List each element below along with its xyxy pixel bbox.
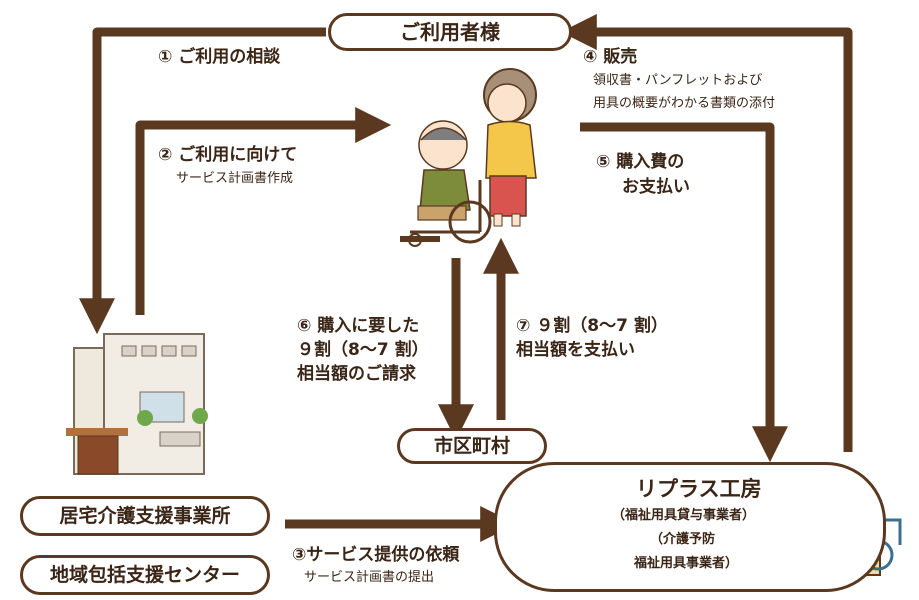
step7-line2: 相当額を支払い [516,340,635,360]
user-label: ご利用者様 [400,20,500,44]
office-building-illustration [66,333,208,475]
step2-title: ② ご利用に向けて [158,145,298,165]
arrow-care-plan [135,107,392,315]
step6-line3: 相当額のご請求 [297,364,416,384]
step6-line2: ９割（8～7 割） [297,340,429,360]
municipality-label: 市区町村 [433,435,510,457]
care-office-label: 居宅介護支援事業所 [59,505,231,527]
care-office-node: 居宅介護支援事業所 [20,496,270,536]
provider-sub3: 福祉用具事業者） [634,556,739,571]
provider-sub2: （介護予防 [650,532,716,547]
step2-sub: サービス計画書作成 [176,171,294,186]
step5-line2: お支払い [622,177,690,197]
user-node: ご利用者様 [328,13,572,51]
elderly-couple-illustration [400,68,537,247]
step5-line1: ⑤ 購入費の [596,152,685,172]
arrow-payment [580,122,788,463]
step6-line1: ⑥ 購入に要した [297,316,420,336]
step4-sub2: 用具の概要がわかる書類の添付 [593,96,776,111]
arrow-consultation [79,27,326,335]
provider-node [494,462,886,592]
community-center-label: 地域包括支援センター [49,564,240,586]
step1-label: ① ご利用の相談 [158,47,281,67]
step4-title: ④ 販売 [583,47,638,67]
municipality-node: 市区町村 [397,428,547,464]
provider-sub1: （福祉用具貸与事業者） [612,508,756,523]
step4-sub1: 領収書・パンフレットおよび [593,73,763,88]
step7-line1: ⑦ ９割（8～7 割） [516,316,668,336]
community-center-node: 地域包括支援センター [20,555,270,595]
arrow-sale [560,14,853,452]
step3-title: ③サービス提供の依頼 [292,545,460,565]
provider-name: リプラス工房 [636,477,762,501]
step3-sub: サービス計画書の提出 [304,570,435,585]
